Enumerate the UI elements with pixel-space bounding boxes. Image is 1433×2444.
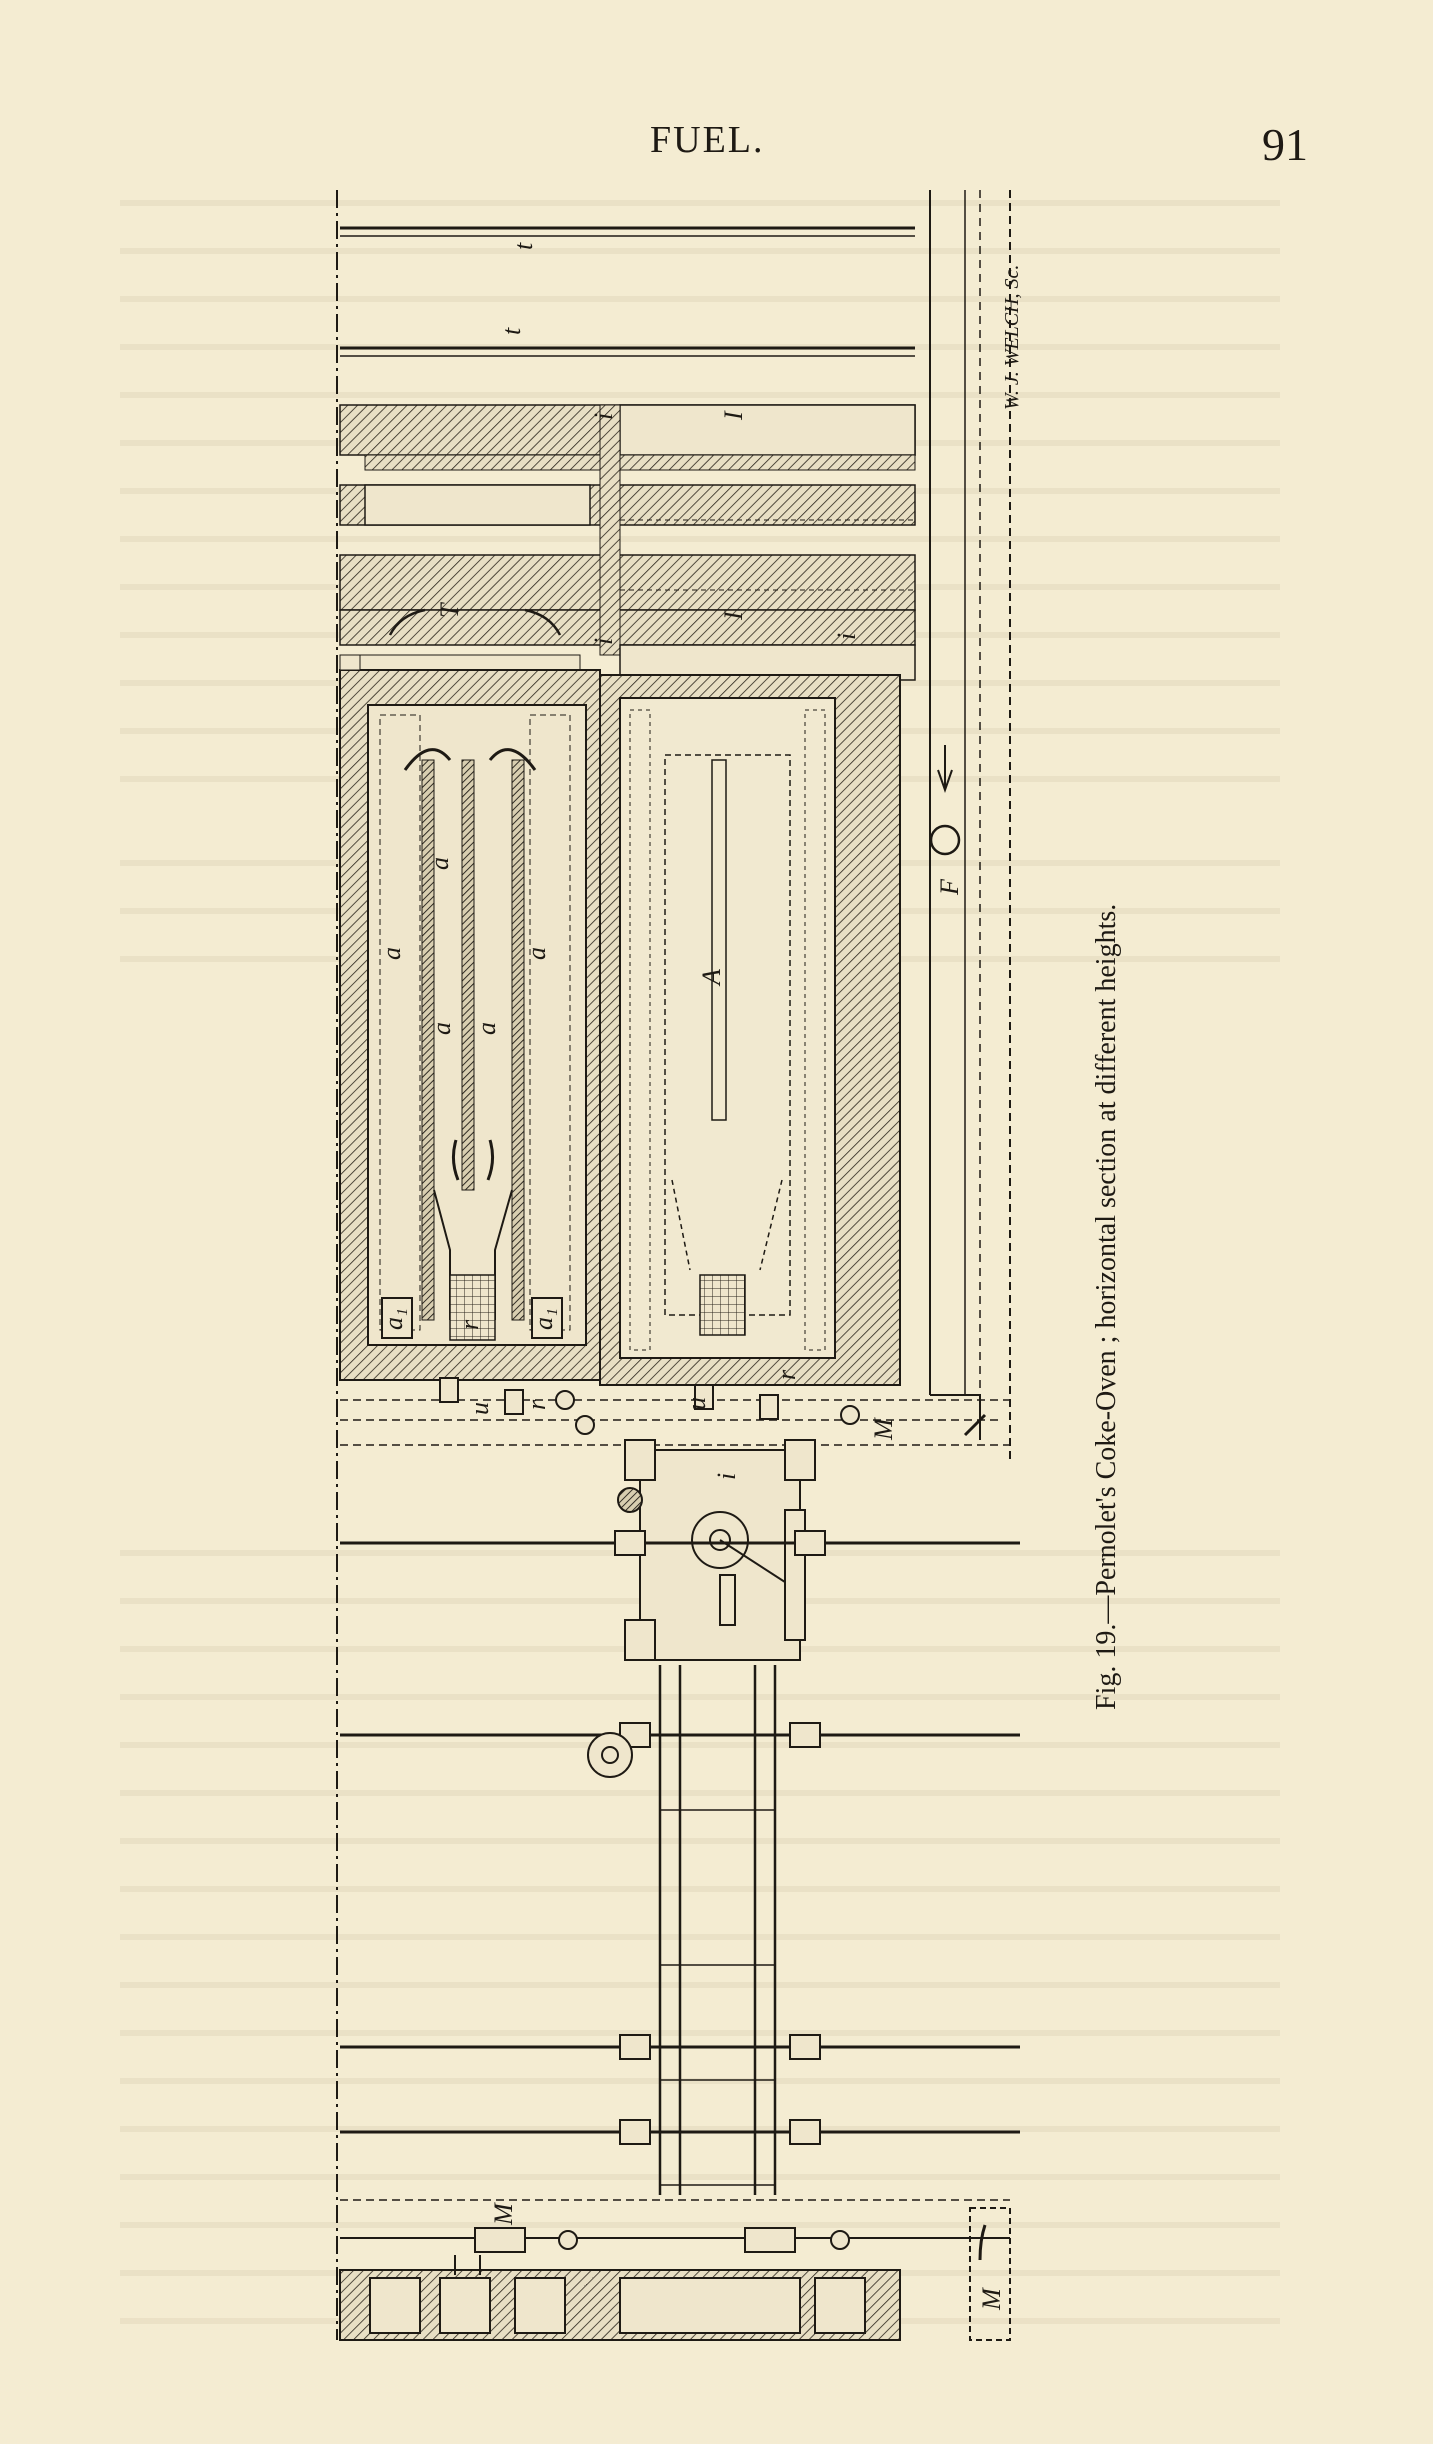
label-a-4: a [427,1022,456,1035]
label-M-upper: M [869,1417,898,1441]
flue-channel [929,190,1011,1460]
label-a1-right: a₁ [529,1308,558,1330]
oven-valves [439,1377,860,1435]
label-a1-left: a₁ [379,1308,408,1330]
label-t-lower: t [497,327,526,335]
label-i-machine: i [712,1473,741,1480]
running-header: FUEL. [650,119,765,161]
lower-dashed-lines [340,1399,1010,1446]
label-u-right: u [682,1397,711,1410]
label-a-5: a [472,1022,501,1035]
label-M-lower-left: M [489,2202,518,2226]
label-I-upper: I [719,410,748,421]
track-collars [587,1530,826,2145]
bottom-oven-row [339,2207,1011,2341]
label-a-2: a [377,947,406,960]
figure-number: Fig. 19. [1091,1623,1122,1710]
label-i-right: i [832,633,861,640]
label-t-upper: t [509,242,538,250]
label-F: F [935,878,964,896]
label-a-1: a [425,857,454,870]
label-u-left: u [465,1402,494,1415]
left-oven-section [339,608,601,1381]
label-a-3: a [522,947,551,960]
label-r-left: r [455,1319,484,1330]
page-number: 91 [1262,119,1308,170]
label-i-mid: i [589,638,618,645]
label-r-right: r [772,1369,801,1380]
label-A: A [697,969,726,987]
ram-frame [658,1665,777,2195]
figure-caption: Fig. 19.—Pernolet's Coke-Oven ; horizont… [1091,810,1131,1710]
label-i-upper: i [589,413,618,420]
label-T: T [435,602,464,618]
engraver-signature: W. J. WELCH, Sc. [1001,265,1023,410]
label-I-lower: I [719,610,748,621]
right-oven-section [599,674,901,1386]
label-r-lower: r [522,1399,551,1410]
top-rails [340,226,915,357]
upper-wall-strips [339,404,916,681]
label-M-lower-right: M [977,2287,1006,2311]
figure-caption-text: —Pernolet's Coke-Oven ; horizontal secti… [1091,903,1122,1624]
